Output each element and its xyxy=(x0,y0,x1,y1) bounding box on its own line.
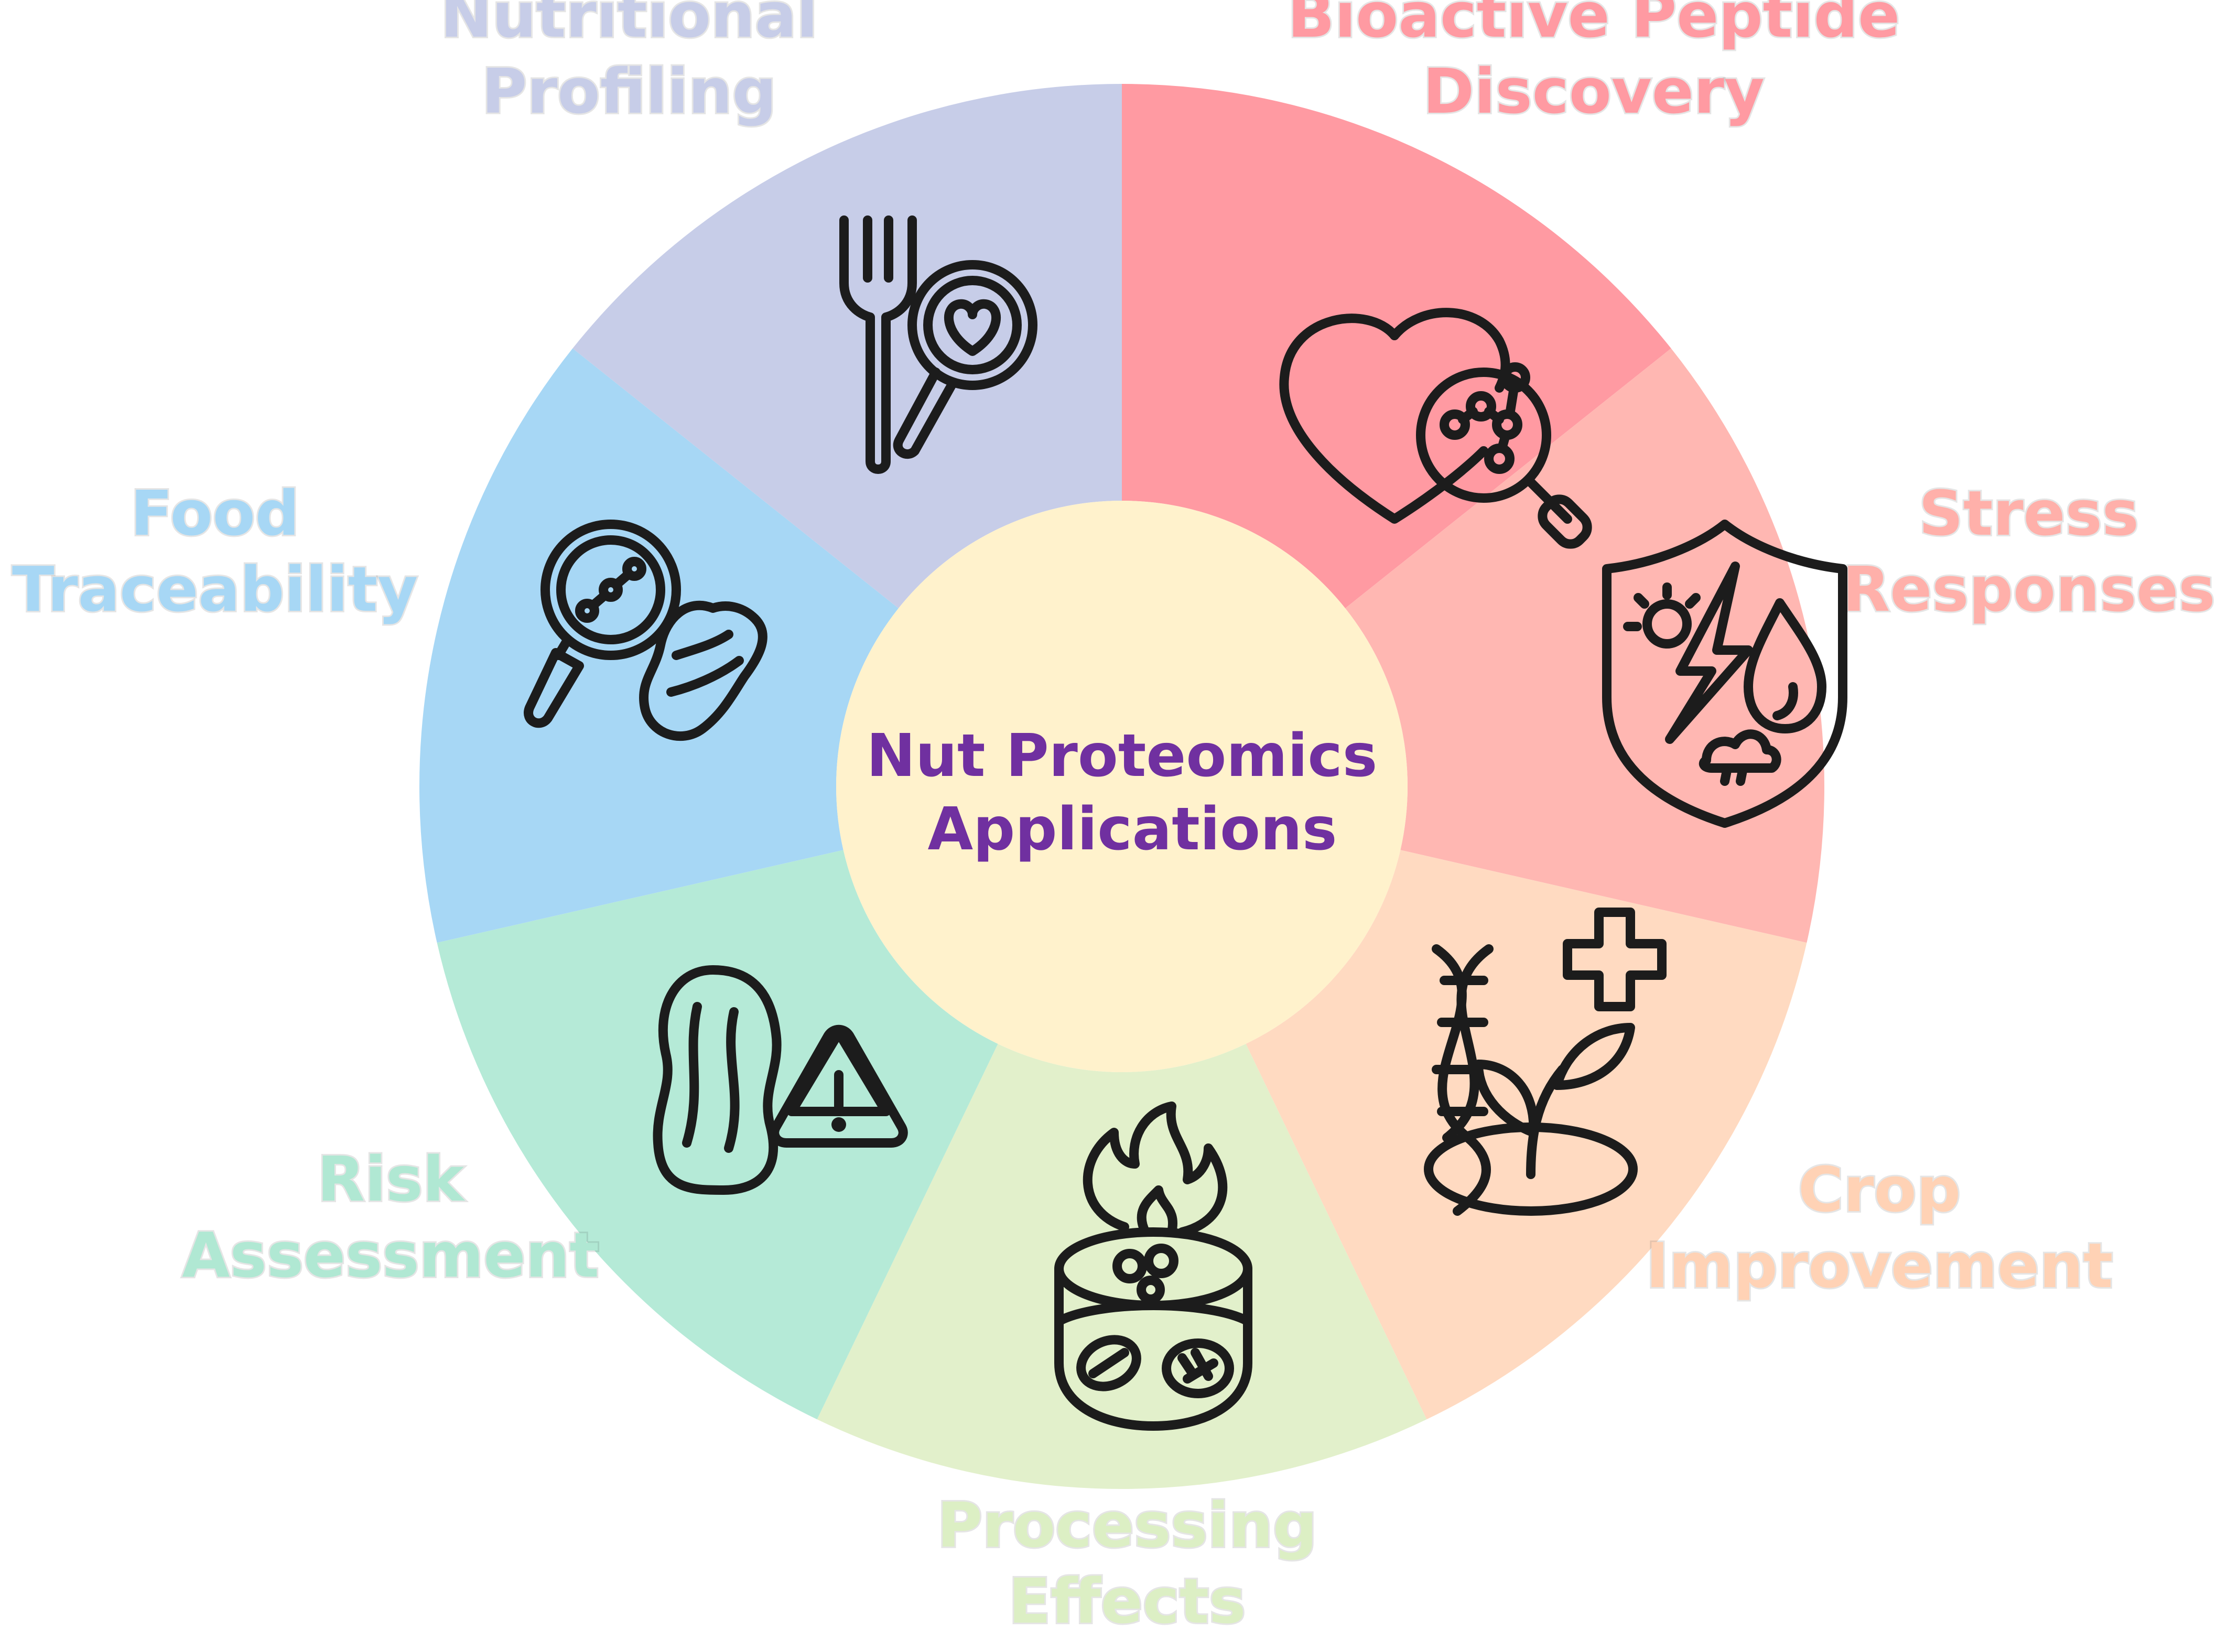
label-stress-line1: Stress xyxy=(1919,477,2139,549)
shield-weather-icon xyxy=(1602,520,1847,828)
label-trace-line2: Traceability xyxy=(12,553,418,625)
label-processing-line1: Processing xyxy=(937,1489,1317,1561)
segment-risk xyxy=(437,850,998,1420)
label-nutrition-line2: Profiling xyxy=(482,55,777,127)
center-title-line1: Nut Proteomics xyxy=(867,722,1378,790)
label-trace-line1: Food xyxy=(131,477,299,549)
label-risk-line1: Risk xyxy=(317,1143,466,1215)
dna-plant-plus-icon xyxy=(1424,908,1667,1216)
magnifier-peanut-icon xyxy=(524,520,767,741)
segment-bioactive xyxy=(1122,84,1671,609)
fork-magnifier-heart-icon xyxy=(839,215,1037,474)
label-bioactive-line1: Bioactive Peptide xyxy=(1288,0,1900,51)
label-bioactive-line2: Discovery xyxy=(1423,55,1765,127)
flame-pot-nuts-icon xyxy=(1054,1102,1252,1431)
heart-magnifier-molecule-icon xyxy=(1279,308,1592,549)
segment-stress xyxy=(1345,348,1824,943)
label-crop-line1: Crop xyxy=(1798,1153,1961,1226)
segment-labels: Bioactive PeptideDiscoveryStressResponse… xyxy=(10,0,2217,1639)
label-risk-line2: Assessment xyxy=(182,1219,599,1291)
label-processing-line2: Effects xyxy=(1009,1565,1246,1637)
label-stress-line2: Responses xyxy=(1842,553,2215,625)
label-nutrition-line1: Nutritional xyxy=(440,0,818,51)
center-title-line2: Applications xyxy=(927,795,1337,863)
center-hub xyxy=(836,501,1408,1072)
segment-nutrition xyxy=(572,84,1122,609)
peanut-warning-icon xyxy=(653,965,908,1195)
label-crop-line2: Improvement xyxy=(1646,1229,2113,1302)
